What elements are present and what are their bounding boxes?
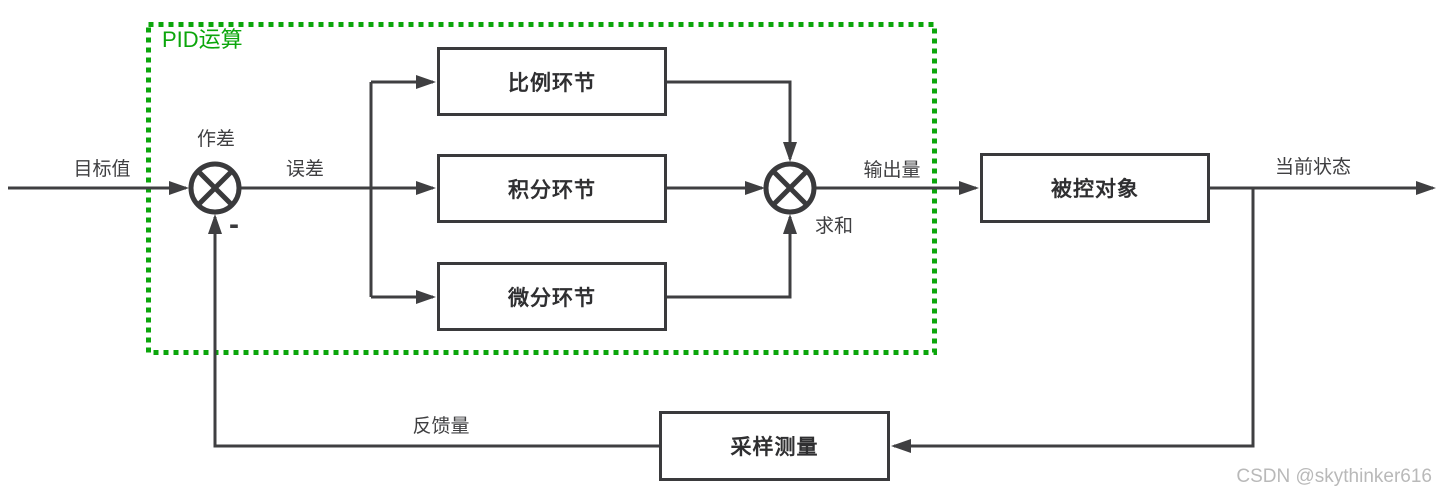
label-summation: 求和 [814,216,854,237]
difference-junction [188,161,242,215]
block-integral: 积分环节 [437,154,667,223]
wire-derivative-to-sum [667,214,797,299]
wire-feedback-to-difference [208,214,659,448]
label-current-state: 当前状态 [1274,157,1352,178]
block-sampling: 采样测量 [659,411,890,481]
block-derivative-label: 微分环节 [508,286,596,310]
block-proportional-label: 比例环节 [508,71,596,95]
label-target-value: 目标值 [73,159,131,180]
label-minus-sign: - [229,208,239,241]
sum-junction [763,161,817,215]
pid-group-label: PID运算 [162,27,243,52]
block-proportional: 比例环节 [437,47,667,116]
wires-group [8,75,1436,453]
block-plant: 被控对象 [980,153,1210,223]
csdn-watermark: CSDN @skythinker616 [1236,466,1432,487]
block-integral-label: 积分环节 [508,178,596,202]
wire-proportional-to-sum [667,80,797,162]
label-difference: 作差 [196,129,236,150]
label-output-quantity: 输出量 [863,160,921,181]
label-feedback-quantity: 反馈量 [412,416,470,437]
block-plant-label: 被控对象 [1051,178,1139,201]
wire-feedback-to-sampling [891,188,1255,453]
block-derivative: 微分环节 [437,262,667,331]
block-sampling-label: 采样测量 [730,436,819,459]
label-error: 误差 [285,159,325,180]
